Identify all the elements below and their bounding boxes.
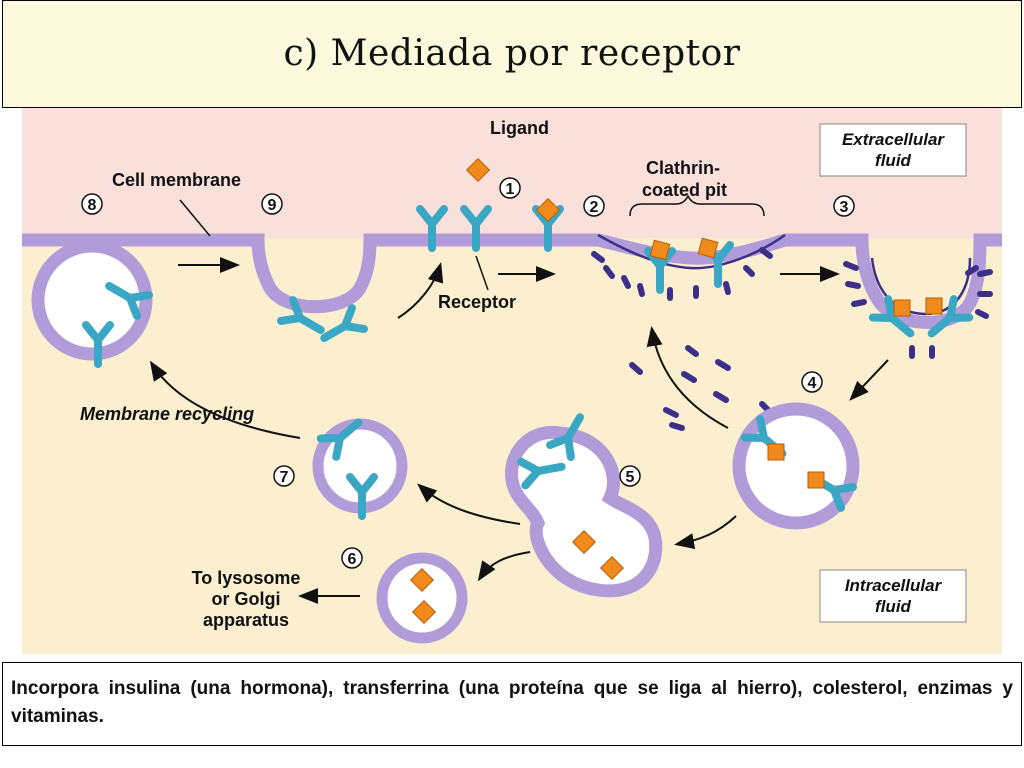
svg-text:fluid: fluid [875, 597, 911, 616]
label-cell-membrane: Cell membrane [112, 170, 241, 190]
label-lysosome-1: To lysosome [192, 568, 301, 588]
caption-box: Incorpora insulina (una hormona), transf… [2, 662, 1022, 746]
step-1: 1 [499, 177, 521, 199]
flow-arrows [149, 257, 889, 604]
step-markers: 1 2 3 4 5 6 7 8 [81, 177, 855, 569]
svg-text:Extracellular: Extracellular [842, 130, 945, 149]
svg-text:4: 4 [808, 375, 817, 392]
page-title: c) Mediada por receptor [283, 33, 741, 74]
label-clathrin-2: coated pit [642, 180, 727, 200]
svg-text:3: 3 [840, 199, 849, 216]
label-receptor: Receptor [438, 292, 516, 312]
pit-3-inner-line [870, 257, 972, 316]
intracellular-box: Intracellular fluid [819, 569, 967, 623]
clathrin-bristles-3 [843, 261, 993, 359]
step-4: 4 [801, 371, 823, 393]
label-membrane-recycling: Membrane recycling [80, 404, 254, 424]
svg-text:2: 2 [590, 199, 599, 216]
vesicle-6 [376, 552, 468, 644]
step-2: 2 [583, 195, 605, 217]
receptor-mediated-endocytosis-diagram: 1 2 3 4 5 6 7 8 [22, 108, 1002, 654]
vesicle-4 [732, 402, 860, 530]
svg-text:Intracellular: Intracellular [845, 576, 943, 595]
svg-text:1: 1 [506, 181, 515, 198]
svg-text:7: 7 [280, 469, 289, 486]
step-5: 5 [619, 465, 641, 487]
svg-text:6: 6 [348, 551, 357, 568]
step-6: 6 [341, 547, 363, 569]
label-ligand: Ligand [490, 118, 549, 138]
step-3: 3 [833, 195, 855, 217]
clathrin-bristles-2 [591, 247, 773, 301]
caption-text: Incorpora insulina (una hormona), transf… [11, 678, 1013, 727]
svg-text:fluid: fluid [875, 151, 911, 170]
step-7: 7 [273, 465, 295, 487]
label-lysosome-3: apparatus [203, 610, 289, 630]
step-8: 8 [81, 193, 103, 215]
step-9: 9 [261, 193, 283, 215]
svg-text:5: 5 [626, 469, 635, 486]
vesicle-8 [31, 239, 153, 361]
extracellular-box: Extracellular fluid [819, 123, 967, 177]
label-lysosome-2: or Golgi [212, 589, 281, 609]
pointer-lines [179, 194, 765, 291]
title-box: c) Mediada por receptor [2, 0, 1022, 108]
svg-text:8: 8 [88, 197, 97, 214]
label-clathrin-1: Clathrin- [646, 158, 720, 178]
svg-text:9: 9 [268, 197, 277, 214]
